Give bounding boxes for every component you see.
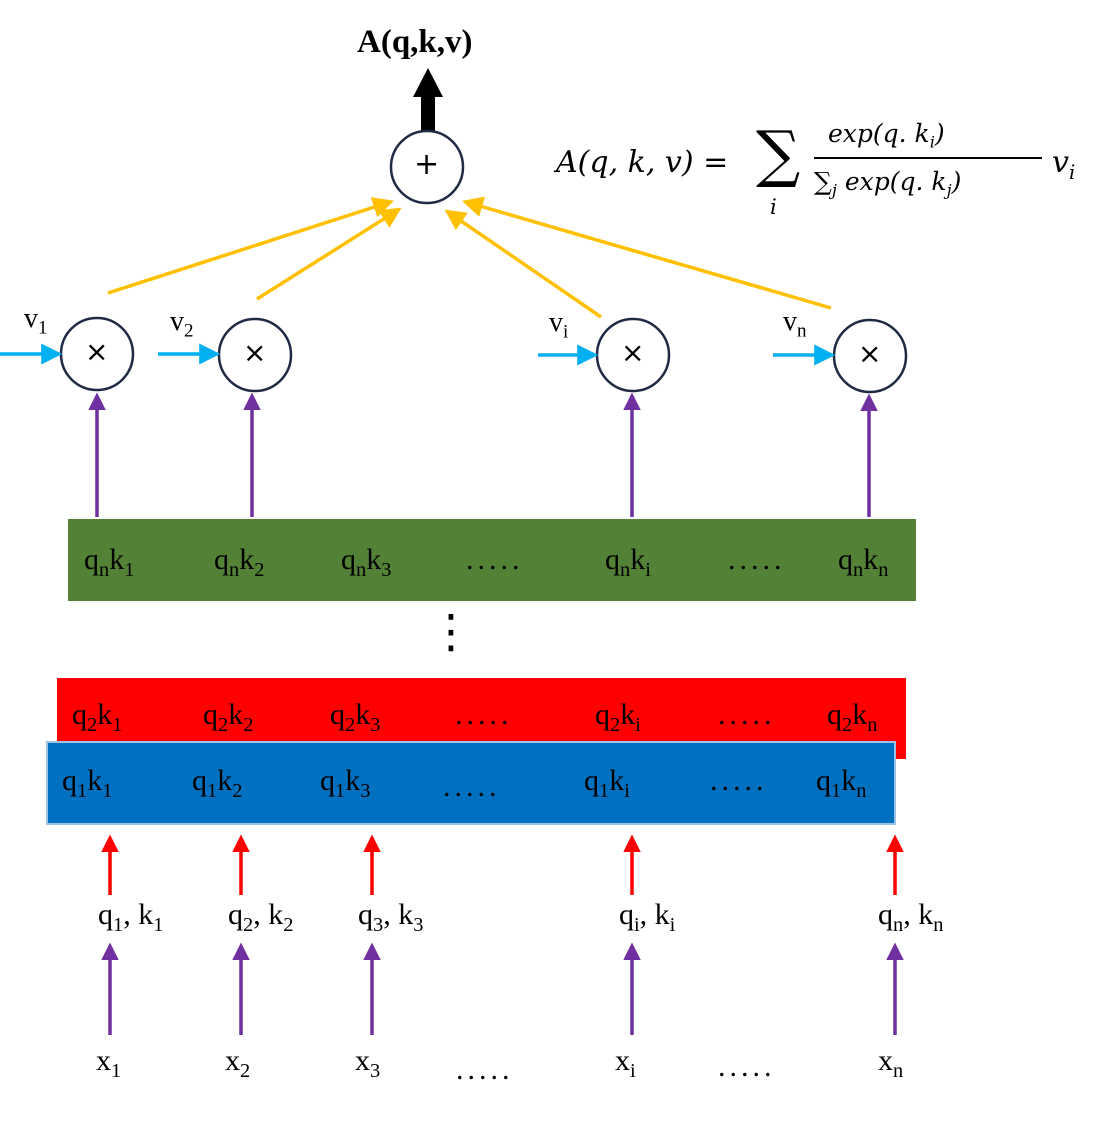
- weighted-arrow-n: [461, 196, 832, 310]
- qn-ki: qnki: [605, 543, 651, 582]
- output-title: A(q,k,v): [357, 24, 473, 60]
- sum-node: [389, 129, 465, 205]
- qn-ellipsis-1: .....: [466, 543, 524, 576]
- qn-k3: qnk3: [341, 543, 392, 582]
- mult-symbol-i: ×: [621, 336, 645, 369]
- q1-kn: q1kn: [816, 764, 867, 803]
- sum-symbol: +: [414, 147, 440, 182]
- qn-k2: qnk2: [214, 543, 265, 582]
- input-ellipsis-1: .....: [456, 1053, 514, 1086]
- weighted-arrow-2: [256, 207, 402, 301]
- formula-value: vi: [1052, 145, 1076, 184]
- qk-pair-2: q2, k2: [228, 898, 294, 937]
- q2-k2: q2k2: [203, 698, 254, 737]
- weighted-arrow-i: [444, 209, 602, 319]
- q1-ellipsis-2: .....: [710, 764, 768, 797]
- mult-symbol-n: ×: [858, 337, 882, 370]
- formula-lhs: A(q, k, v) =: [556, 145, 729, 180]
- qk-pair-n: qn, kn: [878, 898, 944, 937]
- v-label-1: v1: [24, 303, 48, 339]
- input-x3: x3: [355, 1044, 381, 1083]
- vertical-ellipsis: ⋮: [428, 604, 474, 658]
- mult-symbol-1: ×: [85, 335, 109, 368]
- q2-k3: q2k3: [330, 698, 381, 737]
- formula-denominator: ∑j exp(q. kj): [814, 167, 962, 200]
- qn-kn: qnkn: [838, 543, 889, 582]
- q1-ellipsis-1: .....: [443, 770, 501, 803]
- q2-ellipsis-1: .....: [455, 698, 513, 731]
- q2-ki: q2ki: [595, 698, 641, 737]
- q1-ki: q1ki: [584, 764, 630, 803]
- input-xn: xn: [878, 1044, 904, 1083]
- v-label-2: v2: [170, 306, 194, 342]
- formula-fraction-bar: [814, 157, 1042, 159]
- input-xi: xi: [615, 1044, 636, 1083]
- band-q1: [46, 741, 896, 825]
- attention-formula: A(q, k, v) = ∑ i exp(q. ki) ∑j exp(q. kj…: [556, 115, 1076, 225]
- q2-ellipsis-2: .....: [718, 698, 776, 731]
- qk-pair-i: qi, ki: [619, 898, 676, 937]
- q2-k1: q2k1: [72, 698, 123, 737]
- output-arrow: [413, 68, 443, 131]
- q1-k3: q1k3: [320, 764, 371, 803]
- formula-numerator: exp(q. ki): [828, 119, 945, 152]
- qk-pair-3: q3, k3: [358, 898, 424, 937]
- formula-sum-index: i: [770, 195, 777, 219]
- qk-pair-1: q1, k1: [98, 898, 164, 937]
- v-label-i: vi: [549, 307, 569, 343]
- input-ellipsis-2: .....: [718, 1050, 776, 1083]
- q1-k2: q1k2: [192, 764, 243, 803]
- v-label-n: vn: [783, 306, 807, 342]
- weighted-arrow-1: [107, 197, 394, 295]
- formula-sum-sign: ∑: [756, 117, 801, 190]
- input-x1: x1: [96, 1044, 122, 1083]
- qn-ellipsis-2: .....: [728, 543, 786, 576]
- band-qn: [68, 519, 916, 601]
- mult-symbol-2: ×: [243, 336, 267, 369]
- q1-k1: q1k1: [62, 764, 113, 803]
- input-x2: x2: [225, 1044, 251, 1083]
- q2-kn: q2kn: [827, 698, 878, 737]
- qn-k1: qnk1: [84, 543, 135, 582]
